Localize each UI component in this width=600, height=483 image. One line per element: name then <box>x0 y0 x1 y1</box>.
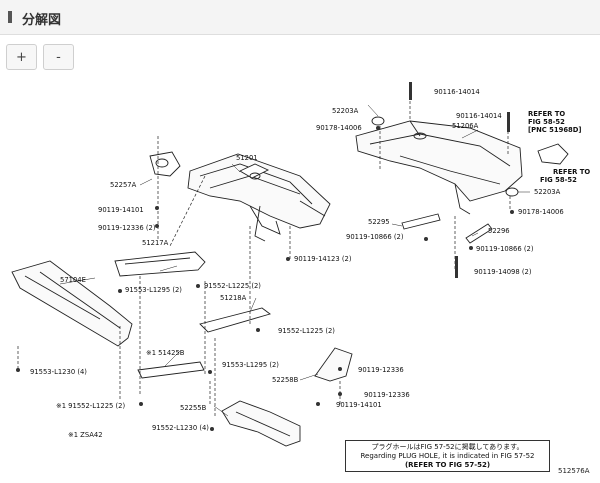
label-90116-14014-a: 90116-14014 <box>434 88 480 96</box>
label-51218A: 51218A <box>220 294 247 302</box>
subframe-51201-shape <box>187 153 331 242</box>
label-91552-L1225-c: ※1 91552-L1225 (2) <box>56 402 125 410</box>
label-52255B: 52255B <box>180 404 207 412</box>
label-52257A: 52257A <box>110 181 137 189</box>
label-90119-14101-r: 90119-14101 <box>336 401 382 409</box>
page-title: 分解図 <box>22 13 62 28</box>
label-zsa42: ※1 ZSA42 <box>68 431 103 439</box>
title-bar: 分解図 <box>0 0 600 35</box>
label-52295: 52295 <box>368 218 390 226</box>
title-marker-icon <box>8 11 12 23</box>
label-90119-12336-r: 90119-12336 <box>358 366 404 374</box>
label-90119-14098: 90119-14098 (2) <box>474 268 532 276</box>
label-refer-b1: REFER TO <box>553 168 590 176</box>
label-51206A: 51206A <box>452 122 479 130</box>
crossmember-57104E-shape <box>11 260 133 347</box>
label-91552-L1225-a: 91552-L1225 (2) <box>204 282 261 290</box>
label-refer-a2: FIG 58-52 <box>528 118 565 126</box>
label-90119-14101: 90119-14101 <box>98 206 144 214</box>
note-en: Regarding PLUG HOLE, it is indicated in … <box>360 452 535 460</box>
label-90178-14006-a: 90178-14006 <box>316 124 362 132</box>
label-90119-10866-a: 90119-10866 (2) <box>346 233 404 241</box>
label-91553-L1230: 91553-L1230 (4) <box>30 368 87 376</box>
note-ref: (REFER TO FIG 57-52) <box>404 461 491 469</box>
label-91553-L1295-a: 91553-L1295 (2) <box>125 286 182 294</box>
label-51201: 51201 <box>236 154 258 162</box>
label-90116-14014-b: 90116-14014 <box>456 112 502 120</box>
label-refer-a3: [PNC 51968D] <box>528 126 582 134</box>
label-52203A-right: 52203A <box>534 188 561 196</box>
exploded-parts-diagram[interactable]: 51201 52257A 90119-14101 90119-12336 (2)… <box>0 76 600 483</box>
label-refer-b2: FIG 58-52 <box>540 176 577 184</box>
label-90178-14006-b: 90178-14006 <box>518 208 564 216</box>
note-jp: プラグホールはFIG 57-52に掲載してあります。 <box>371 443 524 451</box>
plug-hole-note: プラグホールはFIG 57-52に掲載してあります。 Regarding PLU… <box>345 440 550 472</box>
label-91552-L1225-b: 91552-L1225 (2) <box>278 327 335 335</box>
label-90119-10866-b: 90119-10866 (2) <box>476 245 534 253</box>
label-refer-a1: REFER TO <box>528 110 565 118</box>
label-51425B: ※1 51425B <box>146 349 185 357</box>
bar-52255B-shape <box>221 400 301 447</box>
label-90119-14123: 90119-14123 (2) <box>294 255 352 263</box>
subframe-51206A-shape <box>355 120 523 215</box>
zoom-in-button[interactable]: + <box>6 44 37 70</box>
figure-id: 512576A <box>558 467 590 475</box>
label-51217A: 51217A <box>142 239 169 247</box>
label-52296: 52296 <box>488 227 510 235</box>
label-52203A-top: 52203A <box>332 107 359 115</box>
bracket-51217A-shape <box>114 251 206 277</box>
plate-51425B-shape <box>137 361 205 379</box>
bracket-51218A-shape <box>199 307 271 333</box>
label-90119-12336: 90119-12336 (2) <box>98 224 156 232</box>
label-91552-L1230: 91552-L1230 (4) <box>152 424 209 432</box>
zoom-out-button[interactable]: - <box>43 44 74 70</box>
label-57104E: 57104E <box>60 276 86 284</box>
label-91553-L1295-b: 91553-L1295 (2) <box>222 361 279 369</box>
label-90119-12336-r2: 90119-12336 <box>364 391 410 399</box>
label-52258B: 52258B <box>272 376 299 384</box>
mount-52257A-shape <box>149 151 181 177</box>
